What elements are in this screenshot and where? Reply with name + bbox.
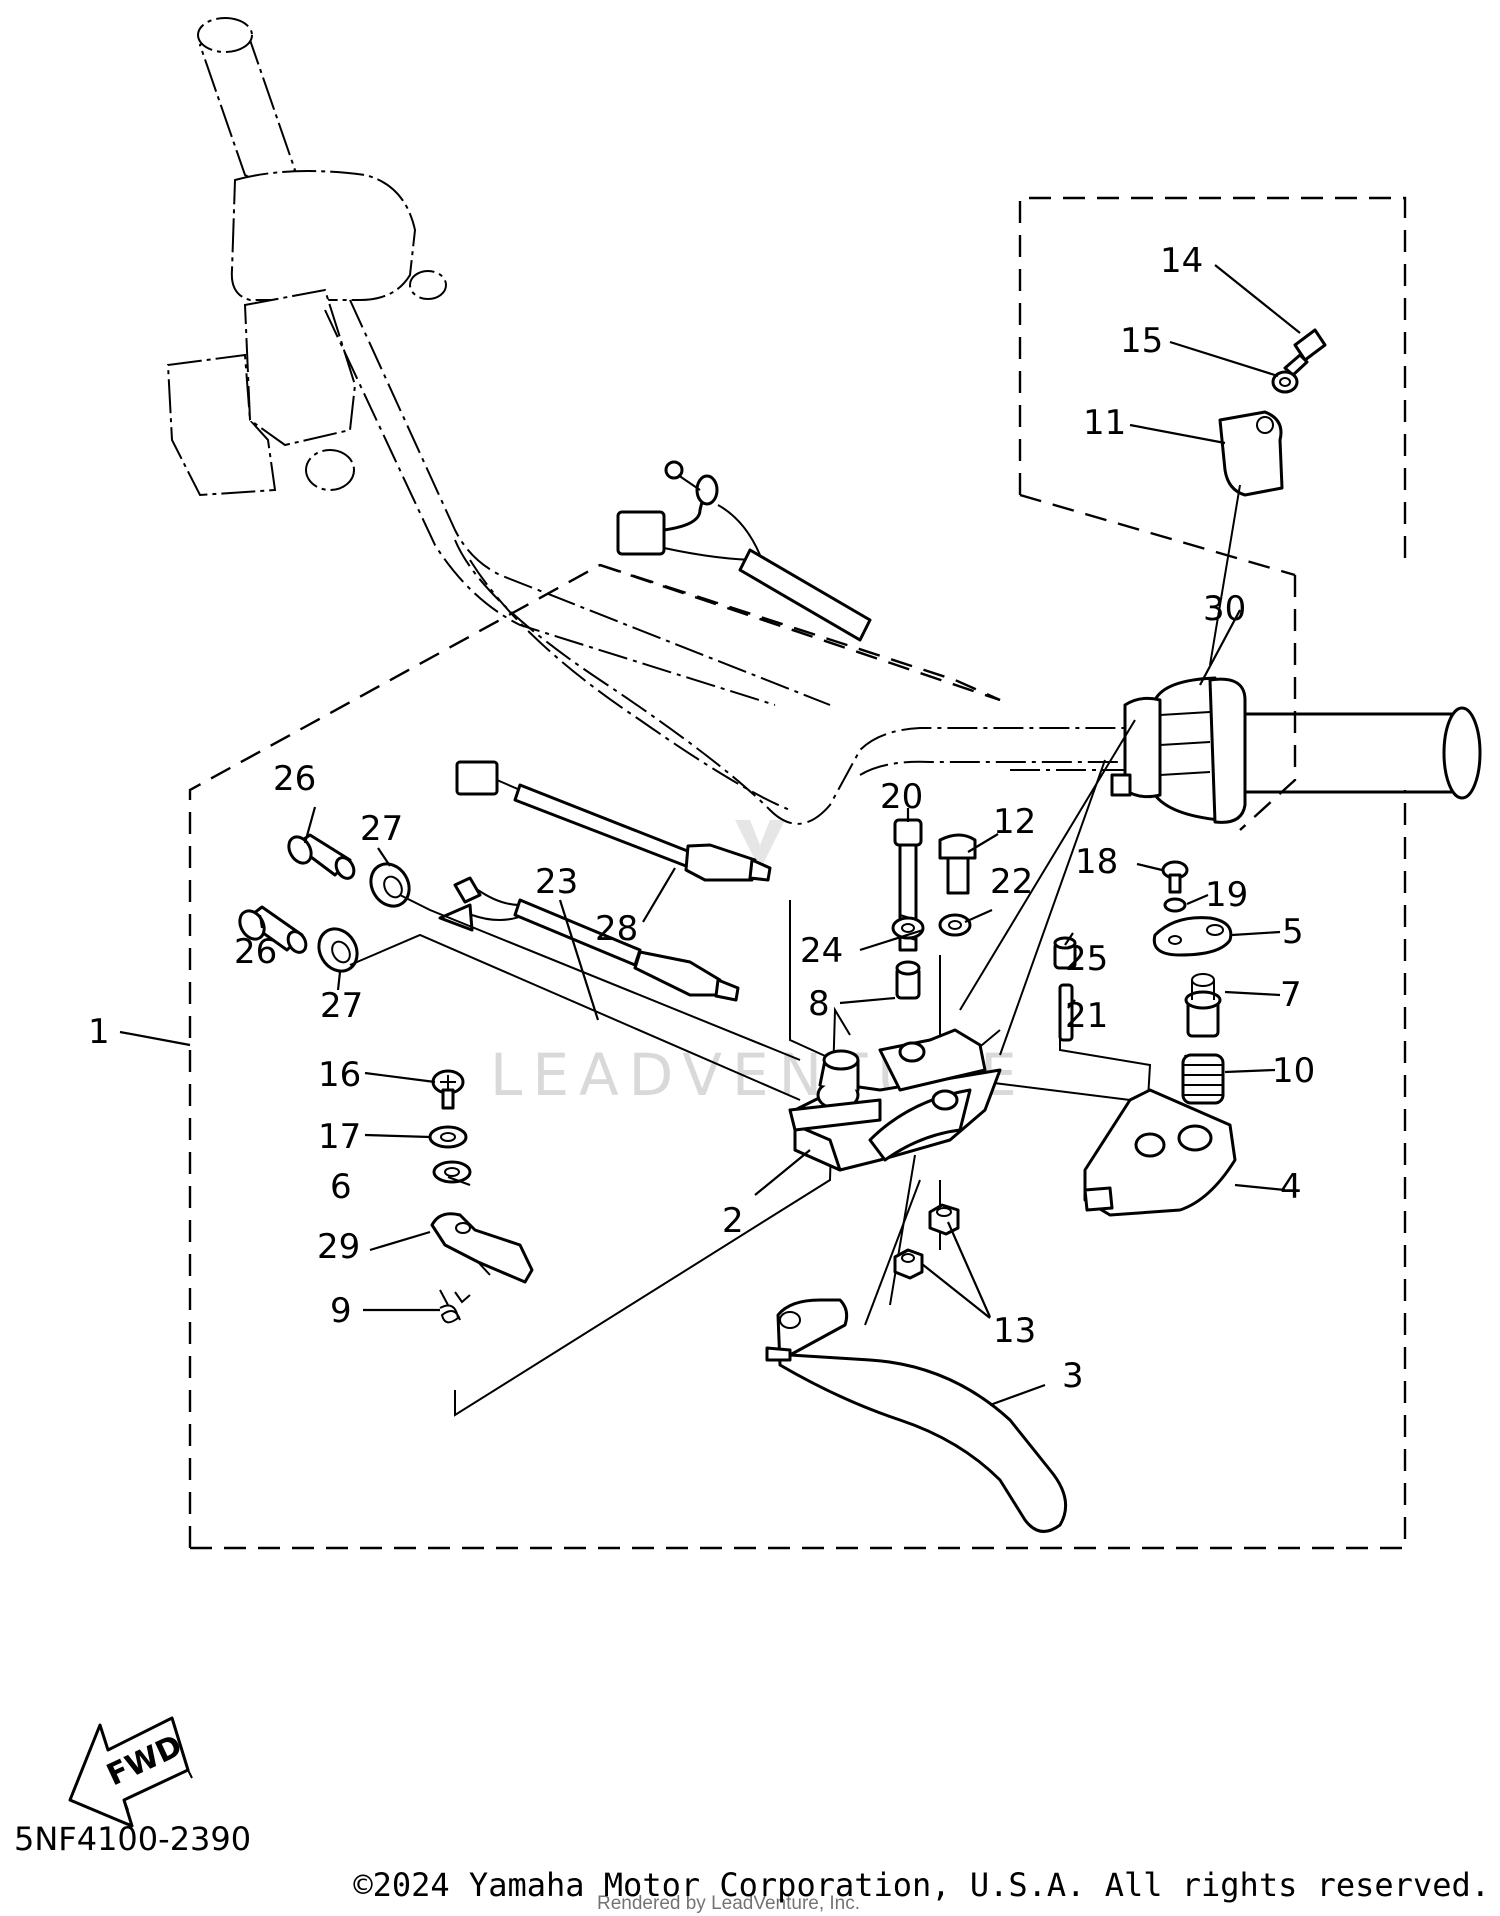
callout-28: 28 [595, 909, 638, 949]
part-27-locknut-lower [317, 927, 359, 973]
callouts: 1 2 3 4 5 6 7 8 9 10 11 12 13 14 15 16 1… [88, 241, 1315, 1396]
part-27-locknut-upper [369, 862, 411, 908]
part-3-lever [765, 1298, 1068, 1533]
fwd-arrow-icon: FWD [68, 1716, 193, 1828]
part-22-washer [938, 913, 972, 937]
switch-cable-assembly [616, 460, 872, 642]
callout-4: 4 [1280, 1167, 1302, 1207]
callout-21: 21 [1065, 996, 1108, 1036]
part-29-plate [430, 1212, 534, 1284]
callout-3: 3 [1062, 1356, 1084, 1396]
part-14-screw [1283, 328, 1327, 377]
assembly-box-main [188, 563, 1407, 1550]
part-4-bracket [1083, 1088, 1237, 1217]
part-21-pin [1058, 983, 1074, 1042]
part-6-washer [432, 1160, 472, 1184]
part-11-bracket [1209, 410, 1284, 666]
callout-12: 12 [993, 802, 1036, 842]
callout-13: 13 [993, 1311, 1036, 1351]
assembly-box-upper [1018, 196, 1407, 577]
part-26-adjuster-lower [238, 905, 308, 954]
part-7-pin [1184, 973, 1222, 1038]
handlebar [166, 17, 1482, 825]
callout-22: 22 [990, 862, 1033, 902]
callout-5: 5 [1282, 912, 1304, 952]
part-26-adjuster-upper [287, 833, 356, 880]
leader-lines [119, 264, 1301, 1407]
callout-9: 9 [330, 1291, 352, 1331]
callout-18: 18 [1075, 842, 1118, 882]
part-13-nut-lower [893, 1248, 924, 1280]
callout-1: 1 [88, 1012, 110, 1052]
part-19-washer [1163, 897, 1187, 913]
part-8-bushing [895, 960, 921, 1000]
callout-8: 8 [808, 984, 830, 1024]
callout-27-lower: 27 [320, 986, 363, 1026]
part-28-cable [455, 760, 772, 882]
part-10-spring [1181, 1053, 1225, 1105]
callout-25: 25 [1065, 939, 1108, 979]
part-9-spring [439, 1289, 471, 1324]
callout-7: 7 [1280, 975, 1302, 1015]
callout-23: 23 [535, 862, 578, 902]
callout-17: 17 [318, 1117, 361, 1157]
part-16-screw [431, 1069, 465, 1110]
rendered-by-credit: Rendered by LeadVenture, Inc. [597, 1893, 861, 1914]
part-18-screw [1161, 860, 1189, 894]
callout-15: 15 [1120, 321, 1163, 361]
callout-10: 10 [1272, 1051, 1315, 1091]
callout-6: 6 [330, 1167, 352, 1207]
part-12-pivot [938, 833, 977, 895]
part-5-plate [1152, 916, 1233, 957]
diagram-code: 5NF4100-2390 [14, 1820, 252, 1858]
part-13-nut-upper [928, 1203, 960, 1236]
callout-30: 30 [1203, 589, 1246, 629]
callout-2: 2 [722, 1201, 744, 1241]
callout-16: 16 [318, 1055, 361, 1095]
part-15-washer [1271, 370, 1299, 394]
copyright-notice: ©2024 Yamaha Motor Corporation, U.S.A. A… [353, 1866, 1490, 1904]
callout-26-upper: 26 [273, 759, 316, 799]
callout-11: 11 [1083, 403, 1126, 443]
callout-19: 19 [1205, 875, 1248, 915]
part-2-housing [788, 1028, 1002, 1172]
part-25-pin [1053, 936, 1077, 970]
callout-24: 24 [800, 931, 843, 971]
callout-29: 29 [317, 1227, 360, 1267]
callout-14: 14 [1160, 241, 1203, 281]
part-17-washer [428, 1125, 468, 1149]
callout-26-lower: 26 [234, 932, 277, 972]
callout-27-upper: 27 [360, 809, 403, 849]
part-23-cable [438, 876, 740, 1002]
callout-20: 20 [880, 777, 923, 817]
